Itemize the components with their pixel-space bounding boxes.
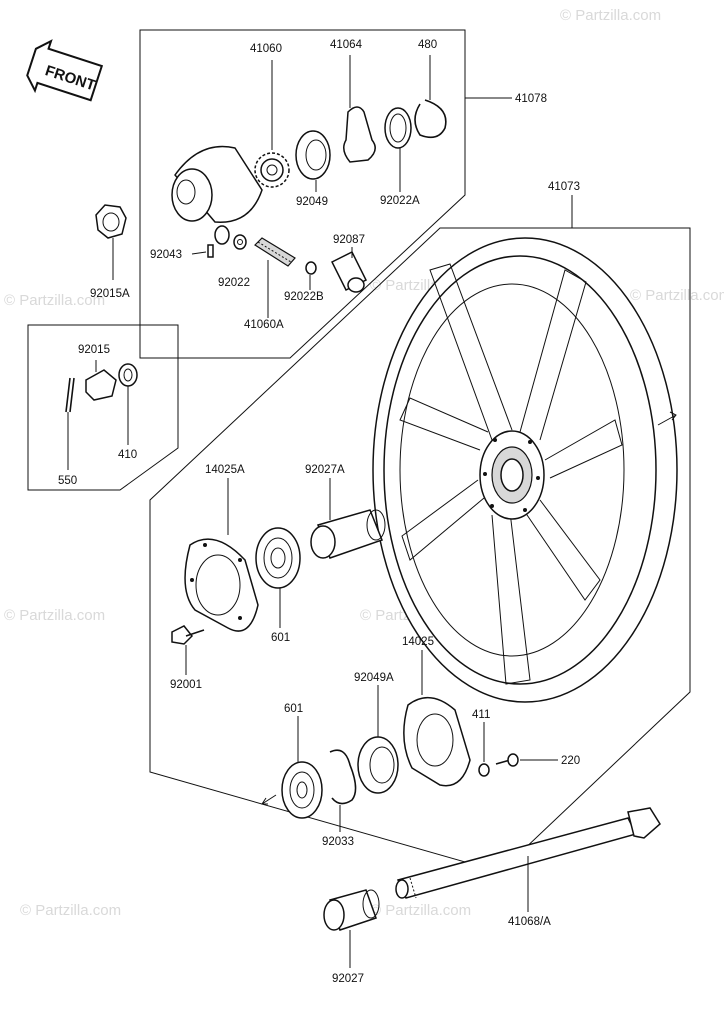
label-92043: 92043 xyxy=(150,249,182,261)
front-axle xyxy=(395,807,661,899)
label-92022B: 92022B xyxy=(284,291,324,303)
label-480: 480 xyxy=(418,39,437,51)
cover-screw xyxy=(495,753,519,767)
label-550: 550 xyxy=(58,475,77,487)
circlip xyxy=(414,99,447,139)
pin xyxy=(207,244,214,258)
front-direction-arrow: FRONT xyxy=(26,39,104,102)
bolt xyxy=(171,625,205,645)
washer-b xyxy=(305,261,317,275)
axle-spacer xyxy=(323,889,380,931)
label-92027: 92027 xyxy=(332,973,364,985)
washer xyxy=(384,107,412,149)
label-41060A: 41060A xyxy=(244,319,284,331)
speedometer-assembly-box xyxy=(139,29,466,359)
label-410: 410 xyxy=(118,449,137,461)
small-washer xyxy=(233,234,247,250)
label-92022: 92022 xyxy=(218,277,250,289)
lock-washer xyxy=(478,763,490,777)
bushing xyxy=(330,250,368,293)
oil-seal xyxy=(295,130,331,180)
castle-nut-box xyxy=(27,324,179,491)
rotation-arrow xyxy=(657,411,677,426)
wheel-bearing-left xyxy=(255,527,301,589)
label-92015A: 92015A xyxy=(90,288,130,300)
watermark: © Partzilla.com xyxy=(370,902,471,919)
label-14025: 14025 xyxy=(402,636,434,648)
label-41073: 41073 xyxy=(548,181,580,193)
label-92049: 92049 xyxy=(296,196,328,208)
label-41078: 41078 xyxy=(515,93,547,105)
label-92022A: 92022A xyxy=(380,195,420,207)
grease-seal xyxy=(357,736,399,794)
wheel-bearing-right xyxy=(281,761,323,819)
speedometer-pinion xyxy=(254,237,296,267)
label-41060: 41060 xyxy=(250,43,282,55)
label-92027A: 92027A xyxy=(305,464,345,476)
label-601-right: 601 xyxy=(284,703,303,715)
cast-wheel xyxy=(372,237,678,703)
watermark: © Partzilla.com xyxy=(630,287,724,304)
label-41068A: 41068/A xyxy=(508,916,551,928)
cotter-pin xyxy=(65,377,75,413)
label-92015: 92015 xyxy=(78,344,110,356)
label-92033: 92033 xyxy=(322,836,354,848)
label-411: 411 xyxy=(472,709,490,721)
watermark: © Partzilla.com xyxy=(4,292,105,309)
label-41064: 41064 xyxy=(330,39,363,51)
gear-retainer xyxy=(343,106,376,163)
label-601-left: 601 xyxy=(271,632,290,644)
hub-cover-left xyxy=(184,538,259,632)
hub-cover-right xyxy=(403,696,471,787)
rotation-arrow xyxy=(261,794,277,805)
retaining-ring xyxy=(329,749,357,805)
speedometer-drive-gear xyxy=(254,152,290,188)
label-220: 220 xyxy=(561,755,580,767)
wheel-spacer xyxy=(310,509,386,559)
label-92049A: 92049A xyxy=(354,672,394,684)
watermark: © Partzilla.com xyxy=(4,607,105,624)
watermark: © Partzilla.com xyxy=(20,902,121,919)
watermark: © Partzilla.com xyxy=(560,7,661,24)
speedometer-gear-housing xyxy=(171,145,263,245)
castle-nut xyxy=(85,369,117,401)
label-14025A: 14025A xyxy=(205,464,245,476)
axle-cap-nut xyxy=(95,204,127,239)
label-92087: 92087 xyxy=(333,234,365,246)
nut-washer xyxy=(118,363,138,387)
label-92001: 92001 xyxy=(170,679,202,691)
